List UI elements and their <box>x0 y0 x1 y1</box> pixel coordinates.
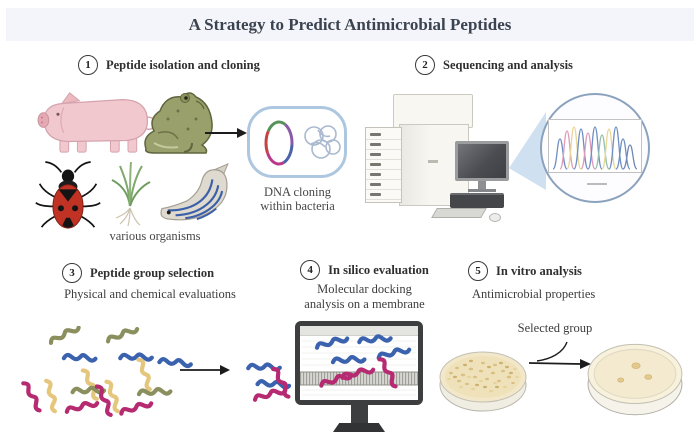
frog-illustration <box>144 92 213 154</box>
step1-label: Peptide isolation and cloning <box>106 57 260 72</box>
pig-illustration <box>37 92 156 153</box>
step3-number-badge: 3 <box>62 263 82 283</box>
plant-illustration <box>111 161 151 227</box>
selected-peptides <box>248 361 289 399</box>
sequencer-logo <box>428 160 438 163</box>
tower-drawer <box>366 150 401 160</box>
workstation-monitor <box>455 141 509 181</box>
figure-title-bar: A Strategy to Predict Antimicrobial Pept… <box>6 8 694 41</box>
keyboard <box>431 208 487 218</box>
bacteria-capsule <box>247 106 347 178</box>
docking-monitor-stand <box>351 404 368 424</box>
figure-title: A Strategy to Predict Antimicrobial Pept… <box>188 15 512 34</box>
zebrafish-illustration <box>160 163 229 221</box>
mouse <box>489 213 501 222</box>
sequencer-lid <box>393 94 473 128</box>
step4-subtitle-line1: Molecular docking <box>317 282 412 296</box>
monitor-neck <box>478 181 486 190</box>
step3-label: Peptide group selection <box>90 265 215 280</box>
chromatogram-magnifier <box>540 93 650 203</box>
dna-cloning-caption-line1: DNA cloning <box>263 185 331 199</box>
isolation-arrow <box>205 128 247 138</box>
peptide-selection-figure <box>20 326 320 436</box>
monitor-base <box>468 189 496 192</box>
step4-label: In silico evaluation <box>328 262 429 277</box>
selection-arrow <box>180 365 230 375</box>
step5-subtitle: Antimicrobial properties <box>472 287 596 301</box>
organisms-caption: various organisms <box>109 229 201 243</box>
step2-number-badge: 2 <box>415 55 435 75</box>
firebug-illustration <box>35 161 101 229</box>
dna-cloning-caption: DNA cloning within bacteria <box>240 185 355 213</box>
chromosomal-dna-icon <box>304 125 341 159</box>
colony-plate-selected <box>587 343 683 416</box>
tower-drawer <box>366 160 401 170</box>
tower-drawer <box>366 140 401 150</box>
chromatogram-caption-bar <box>587 183 607 185</box>
step1-number-badge: 1 <box>78 55 98 75</box>
tower-drawer <box>366 180 401 190</box>
step3-subtitle: Physical and chemical evaluations <box>64 287 236 301</box>
tower-drawer <box>366 130 401 140</box>
tower-drawer <box>366 170 401 180</box>
step1-header: 1 Peptide isolation and cloning <box>78 55 260 75</box>
step4-header: 4 In silico evaluation Molecular docking… <box>272 260 457 312</box>
sequencer-tower <box>365 127 402 203</box>
chromatogram-trace <box>548 119 642 173</box>
docking-monitor-base <box>333 423 385 432</box>
computer-case <box>450 193 504 208</box>
step5-header: 5 In vitro analysis <box>468 261 582 281</box>
peptide-cluster <box>23 327 191 417</box>
docking-monitor <box>295 321 423 405</box>
plasmid-icon <box>264 120 294 166</box>
tower-drawer <box>366 190 401 200</box>
workstation-screen <box>458 144 506 178</box>
membrane-simulation <box>300 326 418 396</box>
step5-number-badge: 5 <box>468 261 488 281</box>
colony-plate-full <box>439 351 527 412</box>
step4-subtitle-line2: analysis on a membrane <box>304 297 425 311</box>
step3-header: 3 Peptide group selection <box>62 263 214 283</box>
step2-header: 2 Sequencing and analysis <box>415 55 573 75</box>
pour-arrow <box>528 341 591 369</box>
dna-cloning-caption-line2: within bacteria <box>260 199 335 213</box>
step4-number-badge: 4 <box>300 260 321 280</box>
step5-label: In vitro analysis <box>496 263 582 278</box>
step2-label: Sequencing and analysis <box>443 57 573 72</box>
docking-screen <box>300 326 418 400</box>
selected-group-label: Selected group <box>517 321 593 335</box>
